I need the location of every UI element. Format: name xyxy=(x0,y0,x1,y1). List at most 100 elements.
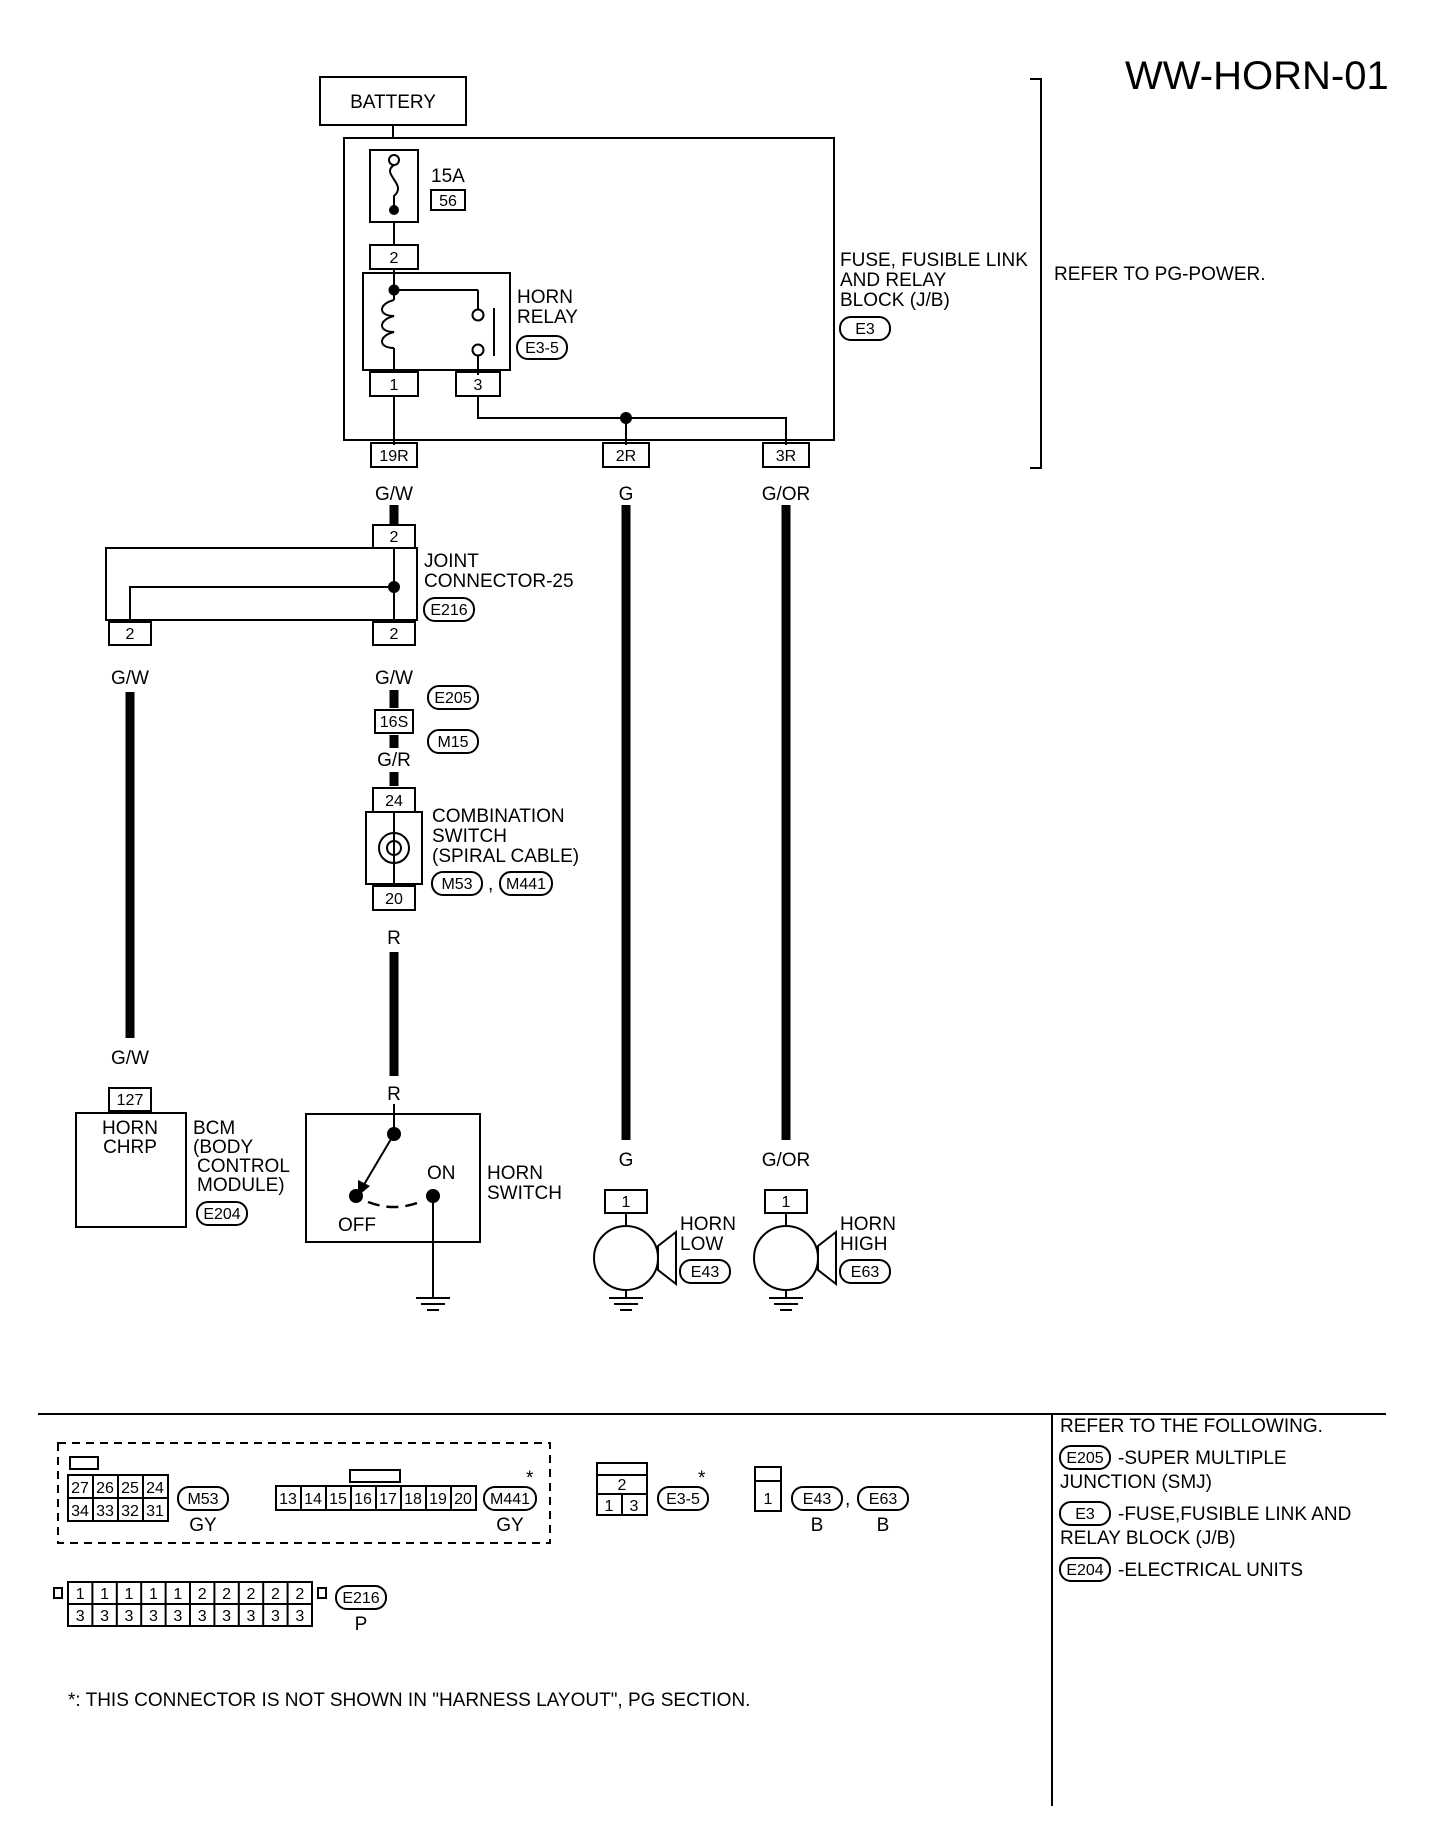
m441-pin: 17 xyxy=(379,1491,397,1508)
m53-pin: 34 xyxy=(71,1503,89,1520)
comb-name-2: SWITCH xyxy=(432,826,507,847)
m53-pin: 27 xyxy=(71,1480,89,1497)
comb-name-3: (SPIRAL CABLE) xyxy=(432,846,579,867)
m53-pin: 31 xyxy=(146,1503,164,1520)
horn-relay-code: E3-5 xyxy=(525,340,559,357)
horn-relay-name-2: RELAY xyxy=(517,307,578,328)
connector-m53 xyxy=(67,1456,169,1522)
smj-code-m15: M15 xyxy=(437,734,468,751)
e216-color: P xyxy=(355,1614,368,1635)
e216-pin: 2 xyxy=(222,1586,231,1603)
m441-pin: 15 xyxy=(329,1491,347,1508)
wire-color-gor-1: G/OR xyxy=(762,484,811,505)
horn-low-symbol xyxy=(593,1225,677,1291)
refer-pg-power: REFER TO PG-POWER. xyxy=(1054,264,1266,285)
footnote: *: THIS CONNECTOR IS NOT SHOWN IN "HARNE… xyxy=(68,1690,750,1711)
e216-pin: 3 xyxy=(100,1608,109,1625)
horn-low-code: E43 xyxy=(691,1264,720,1281)
m441-pin: 16 xyxy=(354,1491,372,1508)
e216-pin: 3 xyxy=(222,1608,231,1625)
bcm-name-3: CONTROL xyxy=(197,1156,290,1177)
m53-pin: 33 xyxy=(96,1503,114,1520)
m53-pin: 25 xyxy=(121,1480,139,1497)
e216-pin: 2 xyxy=(198,1586,207,1603)
e216-pin: 3 xyxy=(247,1608,256,1625)
m441-pin: 19 xyxy=(429,1491,447,1508)
horn-switch-off: OFF xyxy=(338,1215,376,1236)
ground-symbol-switch xyxy=(416,1297,450,1311)
wire-color-r-1: R xyxy=(387,928,401,949)
e63-code: E63 xyxy=(869,1491,898,1508)
comb-code-m53: M53 xyxy=(441,876,472,893)
jb-terminal-19r: 19R xyxy=(379,448,408,465)
e3-5-pin: 1 xyxy=(605,1498,614,1515)
e216-pin: 1 xyxy=(125,1586,134,1603)
e216-pin: 2 xyxy=(247,1586,256,1603)
wire-color-gr: G/R xyxy=(377,750,411,771)
horn-switch-on: ON xyxy=(427,1163,456,1184)
relay-pin-2: 2 xyxy=(390,250,399,267)
joint-pin-left: 2 xyxy=(126,626,135,643)
relay-pin-1: 1 xyxy=(390,377,399,394)
m441-pin: 20 xyxy=(454,1491,472,1508)
e216-pin: 2 xyxy=(295,1586,304,1603)
e3-5-code: E3-5 xyxy=(666,1491,700,1508)
jb-terminal-2r: 2R xyxy=(616,448,636,465)
m53-code: M53 xyxy=(187,1491,218,1508)
e216-code: E216 xyxy=(342,1590,379,1607)
e216-pin: 3 xyxy=(271,1608,280,1625)
svg-text:,: , xyxy=(488,874,493,895)
bcm-box xyxy=(75,1112,187,1228)
bcm-name-1: BCM xyxy=(193,1118,235,1139)
joint-pin-right: 2 xyxy=(390,626,399,643)
wire-color-g-1: G xyxy=(619,484,634,505)
e43-e63-pin: 1 xyxy=(764,1491,773,1508)
m441-pin: 13 xyxy=(279,1491,297,1508)
horn-high-name-1: HORN xyxy=(840,1214,896,1235)
refer-text-e3-1: -FUSE,FUSIBLE LINK AND xyxy=(1118,1504,1351,1525)
m53-pin: 26 xyxy=(96,1480,114,1497)
wire-color-gw-4: G/W xyxy=(375,668,413,689)
horn-relay-box xyxy=(362,272,511,371)
relay-pin-3: 3 xyxy=(474,377,483,394)
jb-name-2: AND RELAY xyxy=(840,270,947,291)
m53-pin: 24 xyxy=(146,1480,164,1497)
joint-name-1: JOINT xyxy=(424,551,479,572)
diagram-title: WW-HORN-01 xyxy=(1125,54,1389,98)
connector-e43-e63 xyxy=(754,1466,782,1512)
m441-code: M441 xyxy=(490,1491,530,1508)
refer-text-e205-1: -SUPER MULTIPLE xyxy=(1118,1448,1287,1469)
refer-code-e204: E204 xyxy=(1066,1562,1103,1579)
jb-name-1: FUSE, FUSIBLE LINK xyxy=(840,250,1028,271)
e43-color: B xyxy=(811,1515,824,1536)
joint-name-2: CONNECTOR-25 xyxy=(424,571,574,592)
e3-5-star: * xyxy=(698,1468,706,1489)
wire-color-gw-1: G/W xyxy=(375,484,413,505)
connector-e216 xyxy=(53,1581,327,1627)
e3-5-pin: 3 xyxy=(630,1498,639,1515)
comb-pin-24: 24 xyxy=(385,793,403,810)
e63-color: B xyxy=(877,1515,890,1536)
horn-high-pin: 1 xyxy=(782,1194,791,1211)
battery-box xyxy=(319,76,467,126)
comb-name-1: COMBINATION xyxy=(432,806,565,827)
refer-text-e205-2: JUNCTION (SMJ) xyxy=(1060,1472,1212,1493)
horn-high-symbol xyxy=(753,1225,837,1291)
bcm-inner-1: HORN xyxy=(102,1118,158,1139)
joint-code: E216 xyxy=(430,602,467,619)
refer-text-e204: -ELECTRICAL UNITS xyxy=(1118,1560,1303,1581)
horn-relay-name-1: HORN xyxy=(517,287,573,308)
m53-m441-group xyxy=(57,1442,551,1544)
connector-e3-5 xyxy=(596,1462,648,1516)
jb-terminal-3r: 3R xyxy=(776,448,796,465)
e216-pin: 2 xyxy=(271,1586,280,1603)
battery-label: BATTERY xyxy=(350,92,436,113)
horn-switch-name-2: SWITCH xyxy=(487,1183,562,1204)
e216-pin: 3 xyxy=(173,1608,182,1625)
bcm-code: E204 xyxy=(203,1206,240,1223)
e43-code: E43 xyxy=(803,1491,832,1508)
horn-switch-name-1: HORN xyxy=(487,1163,543,1184)
connector-m441 xyxy=(275,1469,477,1511)
horn-high-name-2: HIGH xyxy=(840,1234,888,1255)
horn-high-code: E63 xyxy=(851,1264,880,1281)
